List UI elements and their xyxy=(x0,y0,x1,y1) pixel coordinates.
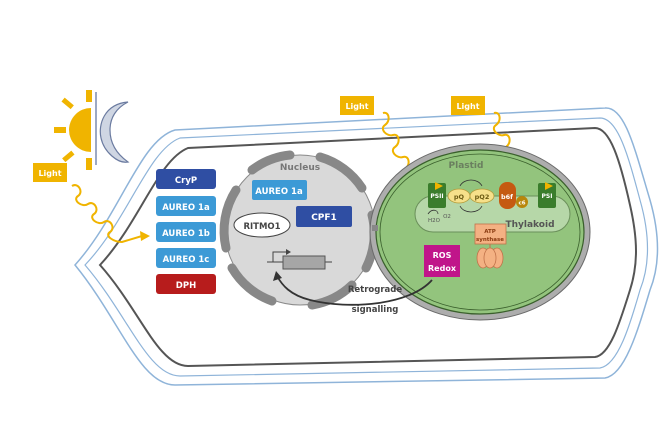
pq2-molecule: pQ2 xyxy=(469,188,495,204)
psii-complex: PSII xyxy=(428,183,446,208)
photoreceptor-aureo-1c: AUREO 1c xyxy=(156,248,216,268)
retrograde-label-line2: signalling xyxy=(352,305,399,315)
svg-text:AUREO 1a: AUREO 1a xyxy=(162,203,210,213)
svg-text:AUREO 1a: AUREO 1a xyxy=(255,187,303,197)
svg-text:ATP: ATP xyxy=(484,229,496,235)
svg-text:synthase: synthase xyxy=(476,237,504,243)
arrowhead xyxy=(545,182,553,190)
svg-text:Light: Light xyxy=(456,102,479,111)
moon-icon xyxy=(99,101,130,163)
svg-text:CPF1: CPF1 xyxy=(311,213,337,223)
plasma-membrane xyxy=(98,126,637,368)
svg-text:O2: O2 xyxy=(443,214,451,220)
b6f-complex: b6f xyxy=(499,182,516,209)
photoreceptor-cryp: CryP xyxy=(156,169,216,189)
svg-text:b6f: b6f xyxy=(501,193,513,201)
svg-text:Light: Light xyxy=(38,169,61,178)
svg-text:PSII: PSII xyxy=(430,193,443,200)
photoreceptor-aureo-1a: AUREO 1a xyxy=(156,196,216,216)
light-wave-left xyxy=(71,184,143,244)
svg-text:pQ: pQ xyxy=(454,193,465,201)
svg-text:AUREO 1c: AUREO 1c xyxy=(163,255,210,265)
atp-synthase: ATP synthase xyxy=(474,223,507,269)
svg-text:H2O: H2O xyxy=(428,218,441,224)
pq-cycle-arrow xyxy=(459,205,483,213)
arrowhead xyxy=(273,271,282,281)
cell-wall-outer xyxy=(74,107,659,386)
nucleus-aureo-1a: AUREO 1a xyxy=(252,180,307,200)
sun-icon xyxy=(54,90,92,170)
arrowhead xyxy=(435,182,443,190)
svg-text:PSI: PSI xyxy=(542,193,553,200)
svg-text:Redox: Redox xyxy=(428,264,457,273)
photoreceptor-dph: DPH xyxy=(156,274,216,294)
light-label-middle: Light xyxy=(340,96,374,115)
pq-cycle-arrow xyxy=(459,179,483,187)
psi-complex: PSI xyxy=(538,183,556,208)
nucleus-cpf1: CPF1 xyxy=(296,206,352,227)
retrograde-signalling-arrow xyxy=(276,275,433,306)
light-label-right: Light xyxy=(451,96,485,115)
water-oxidation: H2O O2 xyxy=(427,209,451,224)
ros-redox-box: ROS Redox xyxy=(424,245,460,277)
plastid-title: Plastid xyxy=(449,161,484,171)
thylakoid-label: Thylakoid xyxy=(505,220,554,230)
svg-text:RITMO1: RITMO1 xyxy=(243,222,280,232)
arrowhead xyxy=(140,231,150,241)
nucleus-ritmo1: RITMO1 xyxy=(233,212,291,238)
photoreceptor-aureo-1b: AUREO 1b xyxy=(156,222,216,242)
svg-text:CryP: CryP xyxy=(175,176,197,186)
svg-text:c6: c6 xyxy=(518,201,525,207)
svg-text:DPH: DPH xyxy=(176,281,196,291)
light-label-left: Light xyxy=(33,163,67,182)
nucleus-title: Nucleus xyxy=(280,163,320,173)
cell-wall-inner xyxy=(84,117,649,377)
c6-protein: c6 xyxy=(516,196,528,208)
svg-text:AUREO 1b: AUREO 1b xyxy=(162,229,210,239)
svg-text:pQ2: pQ2 xyxy=(475,193,490,201)
retrograde-label-line1: Retrograde xyxy=(348,285,403,295)
gene-promoter-icon xyxy=(267,249,332,270)
plastid-envelope-line xyxy=(379,153,581,311)
svg-text:ROS: ROS xyxy=(433,251,452,260)
pq-molecule: pQ xyxy=(447,188,471,204)
svg-text:Light: Light xyxy=(345,102,368,111)
